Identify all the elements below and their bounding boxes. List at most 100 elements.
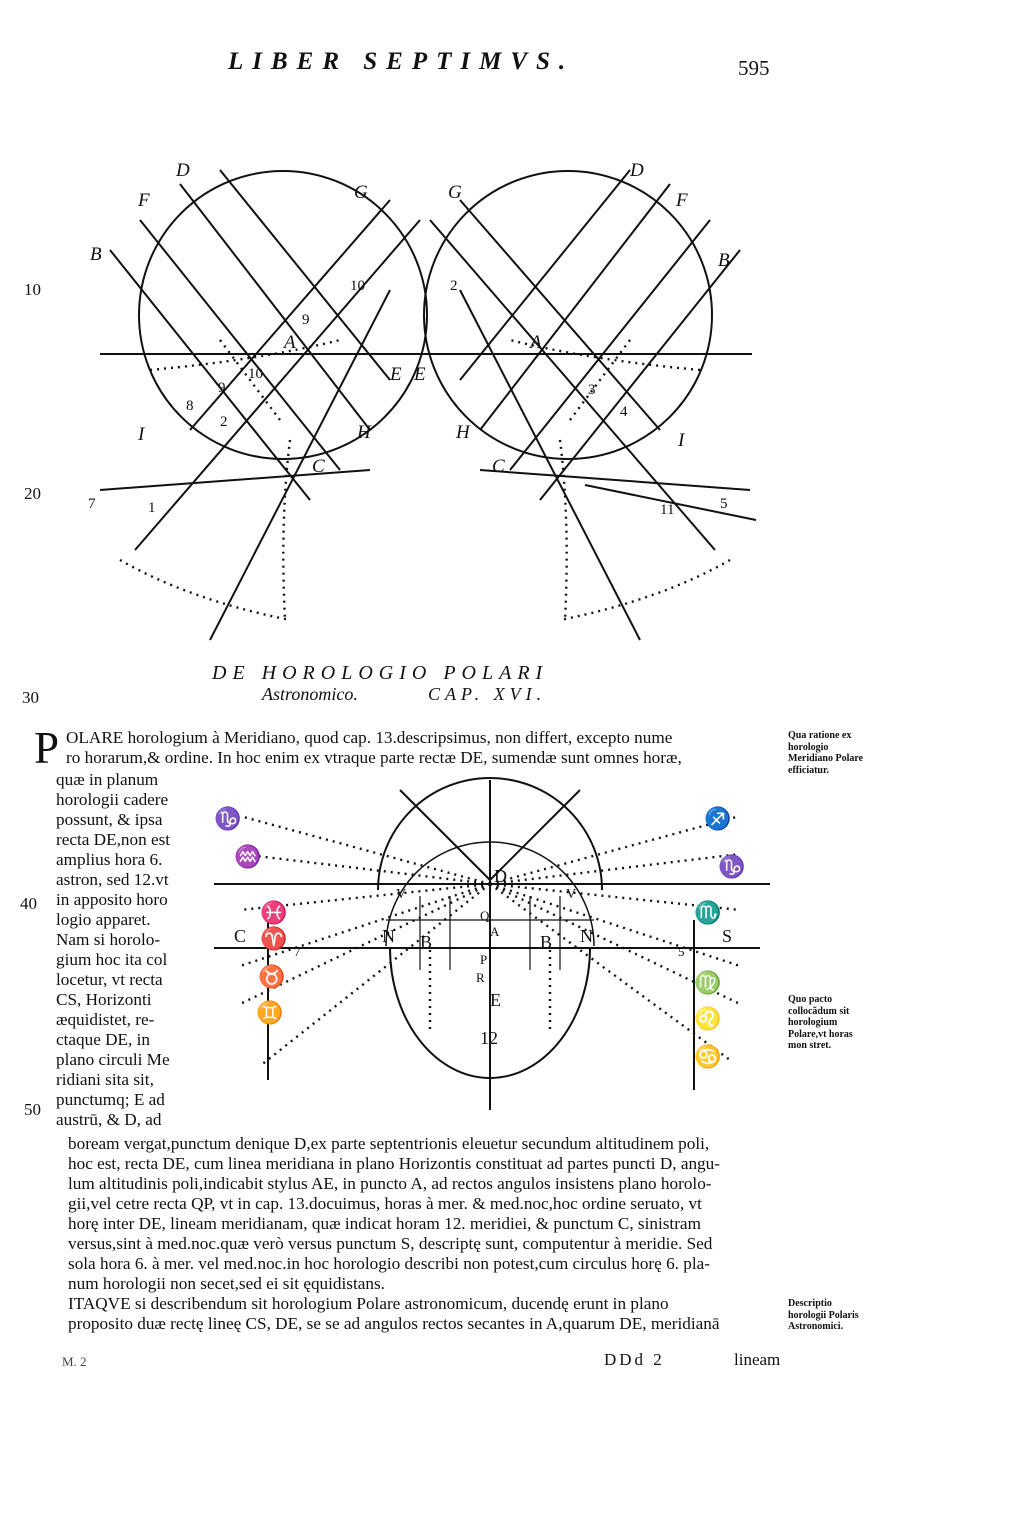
text-line: hoc est, recta DE, cum linea meridiana i… (68, 1154, 720, 1173)
text-line: gium hoc ita col (56, 950, 168, 969)
fig-label: S (722, 926, 732, 946)
text-line: quæ in planum (56, 770, 159, 789)
fig-label: R (476, 970, 485, 985)
narrow-text-column: quæ in planum horologii cadere possunt, … (56, 770, 170, 1130)
fig-label: E (490, 990, 501, 1010)
fig-label: P (480, 952, 487, 967)
text-line: CS, Horizonti (56, 990, 152, 1009)
fig-label: V (396, 887, 406, 902)
zodiac-glyph: ♑ (718, 854, 745, 879)
text-line: proposito duæ rectę lineę CS, DE, se se … (68, 1314, 720, 1333)
text-line: lum altitudinis poli,indicabit stylus AE… (68, 1174, 712, 1193)
right-dial-circle (423, 170, 713, 460)
fig-label: H (455, 422, 471, 443)
signature-mark: DDd 2 (604, 1350, 665, 1369)
margin-note: Quo pacto collocãdum sit horologium Pola… (788, 994, 853, 1051)
fig-label: G (354, 182, 368, 203)
zodiac-glyph: ♊ (256, 1000, 283, 1025)
hour-numeral: 8 (186, 398, 194, 414)
hour-numeral: 7 (88, 496, 96, 512)
text-line: ro horarum,& ordine. In hoc enim ex vtra… (66, 748, 682, 767)
hour-numeral: 2 (450, 278, 458, 294)
text-line: plano circuli Me (56, 1050, 170, 1069)
fig-label: Q (480, 908, 490, 923)
zodiac-glyph: ♈ (260, 926, 287, 951)
chapter-title: DE HOROLOGIO POLARI (212, 662, 549, 684)
line-number: 50 (24, 1100, 41, 1119)
text-line: amplius hora 6. (56, 850, 163, 869)
fig-label: A (490, 924, 500, 939)
text-line: possunt, & ipsa (56, 810, 163, 829)
fig-label: 12 (480, 1028, 498, 1048)
hour-numeral: 2 (220, 414, 228, 430)
zodiac-glyph: ♋ (694, 1044, 721, 1069)
fig-label: C (234, 926, 246, 946)
text-line: ridiani sita sit, (56, 1070, 154, 1089)
zodiac-glyph: ♉ (258, 964, 285, 989)
text-line: horę inter DE, lineam meridianam, quæ in… (68, 1214, 701, 1233)
text-line: astron, sed 12.vt (56, 870, 169, 889)
hour-numeral: 9 (218, 380, 226, 396)
hour-numeral: 1 (148, 500, 156, 516)
fig-label: 5 (678, 944, 685, 959)
line-number: 40 (20, 894, 37, 913)
fig-label: F (675, 190, 688, 211)
zodiac-glyph: ♒ (234, 844, 261, 869)
fig-label: E (413, 364, 426, 385)
zodiac-glyph: ♌ (694, 1006, 721, 1031)
fig-label: I (137, 424, 146, 445)
text-line: recta DE,non est (56, 830, 171, 849)
left-dial-circle (138, 170, 428, 460)
zodiac-glyph: ♏ (694, 900, 721, 925)
fig-label: C (492, 456, 505, 477)
text-line: boream vergat,punctum denique D,ex parte… (68, 1134, 710, 1153)
fig-label: C (312, 456, 325, 477)
fig-label: N (382, 926, 395, 946)
fig-label: N (580, 926, 593, 946)
text-line: gii,vel cetre recta QP, vt in cap. 13.do… (68, 1194, 702, 1213)
drop-cap: P (34, 723, 60, 773)
text-line: sola hora 6. à mer. vel med.noc.in hoc h… (68, 1254, 710, 1273)
text-line: versus,sint à med.noc.quæ verò versus pu… (68, 1234, 713, 1253)
text-line: austrū, & D, ad (56, 1110, 162, 1129)
hour-numeral: 9 (302, 312, 310, 328)
zodiac-glyph: ♐ (704, 806, 731, 831)
fig-label: B (540, 932, 552, 952)
zodiac-glyph: ♑ (214, 806, 241, 831)
bottom-smudge: M. 2 (62, 1354, 87, 1369)
fig-label: V (566, 887, 576, 902)
fig-label: E (389, 364, 402, 385)
fig-label: B (90, 244, 102, 265)
fig-label: G (448, 182, 462, 203)
text-line: ctaque DE, in (56, 1030, 151, 1049)
text-line: ITAQVE si describendum sit horologium Po… (68, 1294, 669, 1313)
hour-numeral: 5 (720, 496, 728, 512)
text-line: locetur, vt recta (56, 970, 163, 989)
hour-numeral: 4 (620, 404, 628, 420)
fig-label: A (528, 332, 542, 353)
fig-label: A (282, 332, 296, 353)
margin-note: Qua ratione ex horologio Meridiano Polar… (788, 730, 864, 776)
fig-label: 7 (294, 944, 301, 959)
text-line: in apposito horo (56, 890, 168, 909)
running-head: LIBER SEPTIMVS. (228, 48, 575, 75)
catchword: lineam (734, 1350, 781, 1369)
hour-numeral: 11 (660, 502, 674, 518)
text-line: æquidistet, re- (56, 1010, 155, 1029)
fig-label: H (356, 422, 372, 443)
fig-label: B (718, 250, 730, 271)
text-line: logio apparet. (56, 910, 151, 929)
full-text-block: boream vergat,punctum denique D,ex parte… (56, 1134, 720, 1334)
margin-note: Descriptio horologii Polaris Astronomici… (788, 1298, 859, 1332)
line-number: 10 (24, 280, 41, 299)
text-line: punctumq; E ad (56, 1090, 165, 1109)
polar-dial-figure: D C S E 12 N N B B P Q A R V V 7 5 ♑ ♒ ♓… (214, 777, 770, 1110)
text-line: horologii cadere (56, 790, 169, 809)
hour-numeral: 10 (350, 278, 365, 294)
line-number: 30 (22, 688, 39, 707)
top-dial-figure: D F G B E H C I A D F G B E H C I A 7 2 … (88, 160, 757, 641)
fig-label: D (629, 160, 644, 181)
chapter-subtitle: Astronomico. (262, 684, 358, 704)
hour-numeral: 3 (588, 382, 596, 398)
text-line: OLARE horologium à Meridiano, quod cap. … (66, 728, 673, 747)
